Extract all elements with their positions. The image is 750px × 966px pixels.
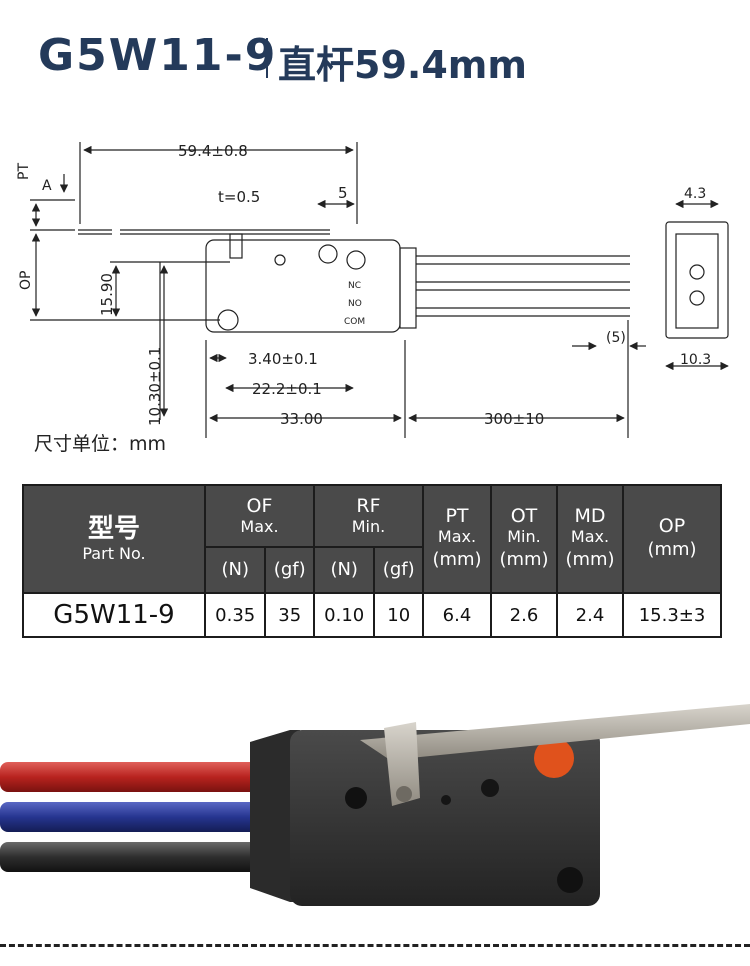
actuator-lever — [360, 704, 750, 760]
cell-of-gf: 35 — [264, 592, 315, 638]
wire-blue — [0, 802, 270, 832]
cell-rf-n: 0.10 — [312, 592, 376, 638]
cell-rf-gf: 10 — [373, 592, 424, 638]
switch-collar — [250, 730, 300, 902]
header-part: 型号 Part No. — [22, 484, 206, 594]
dim-33: 33.00 — [280, 410, 323, 428]
unit-note: 尺寸单位：mm — [34, 433, 166, 455]
unit-of-n: (N) — [203, 546, 267, 594]
dim-overall-length: 59.4±0.8 — [178, 142, 248, 160]
label-com: COM — [344, 317, 365, 327]
hinge-pin — [396, 786, 412, 802]
table-row: G5W11-9 0.35 35 0.10 10 6.4 2.6 2.4 15.3… — [22, 592, 722, 638]
dim-10-3: 10.3 — [680, 352, 711, 368]
header-ot: OT Min. (mm) — [490, 484, 558, 594]
page-header: G5W11-9 直杆59.4mm — [0, 0, 750, 110]
unit-rf-gf: (gf) — [373, 546, 424, 594]
model-title: G5W11-9 — [38, 30, 278, 81]
dim-300: 300±10 — [484, 410, 544, 428]
dim-4-3: 4.3 — [684, 186, 706, 202]
unit-rf-n: (N) — [312, 546, 376, 594]
dim-15-90: 15.90 — [98, 273, 116, 316]
dim-22-2: 22.2±0.1 — [252, 380, 322, 398]
dashed-divider — [0, 944, 750, 947]
cell-ot: 2.6 — [490, 592, 558, 638]
model-subtitle: 直杆59.4mm — [278, 43, 527, 87]
product-photo — [0, 670, 750, 940]
label-nc: NC — [348, 281, 361, 291]
rivet-hole — [481, 779, 499, 797]
dim-five: 5 — [338, 184, 348, 202]
title-divider — [266, 38, 268, 78]
label-no: NO — [348, 299, 362, 309]
dimension-drawing: 59.4±0.8 t=0.5 5 PT A OP 15.90 10.30±0.1… — [0, 120, 750, 480]
header-of: OF Max. — [204, 484, 315, 548]
mounting-hole-left — [345, 787, 367, 809]
cell-pt: 6.4 — [422, 592, 492, 638]
cell-part-no: G5W11-9 — [22, 592, 206, 638]
wire-black — [0, 842, 270, 872]
cell-md: 2.4 — [556, 592, 624, 638]
label-op: OP — [18, 271, 34, 290]
label-pt: PT — [16, 163, 32, 180]
actuator-button — [534, 738, 574, 778]
switch-body — [290, 730, 600, 906]
mounting-hole-right — [557, 867, 583, 893]
small-hole — [441, 795, 451, 805]
unit-of-gf: (gf) — [264, 546, 315, 594]
header-pt: PT Max. (mm) — [422, 484, 492, 594]
dim-thickness: t=0.5 — [218, 188, 260, 206]
header-md: MD Max. (mm) — [556, 484, 624, 594]
dim-3-40: 3.40±0.1 — [248, 350, 318, 368]
dim-paren-5: (5) — [606, 330, 626, 346]
lever-hinge — [384, 722, 420, 806]
dim-10-30: 10.30±0.1 — [146, 347, 164, 426]
spec-table: 型号 Part No. OF Max. RF Min. PT Max. (mm)… — [22, 484, 722, 638]
header-rf: RF Min. — [312, 484, 425, 548]
wire-red — [0, 762, 270, 792]
header-op: OP (mm) — [622, 484, 722, 594]
cell-op: 15.3±3 — [622, 592, 722, 638]
label-a: A — [42, 178, 52, 194]
cell-of-n: 0.35 — [203, 592, 267, 638]
